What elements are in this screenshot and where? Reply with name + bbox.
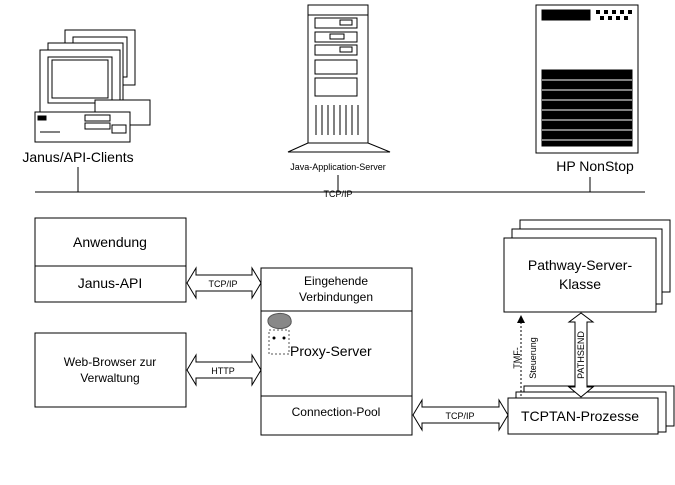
pathway-server-class-stack: Pathway-Server- Klasse (503, 219, 671, 313)
connection-pool-label: Connection-Pool (292, 405, 381, 419)
janus-api-label: Janus-API (78, 275, 143, 291)
backbone-label: TCP/IP (323, 189, 352, 199)
tmf-label-line1: TMF- (512, 347, 522, 369)
browser-label-line2: Verwaltung (80, 371, 139, 385)
clients-label: Janus/API-Clients (22, 149, 133, 165)
app-server-label: Java-Application-Server (290, 162, 386, 172)
client-proxy-connector: TCP/IP (186, 266, 262, 300)
pathway-label-line1: Pathway-Server- (528, 257, 633, 273)
proxy-server-box: Eingehende Verbindungen Proxy-Server Con… (260, 267, 413, 436)
proxy-server-label: Proxy-Server (290, 343, 372, 359)
tcptan-process-stack: TCPTAN-Prozesse (507, 385, 675, 435)
browser-proxy-label: HTTP (211, 366, 235, 376)
web-browser-box: Web-Browser zur Verwaltung (34, 332, 187, 408)
pathsend-label: PATHSEND (576, 331, 586, 379)
incoming-connections-line1: Eingehende (304, 274, 368, 288)
proxy-cloud-icon (267, 313, 292, 355)
pathway-label-line2: Klasse (559, 276, 601, 292)
pool-tcptan-label: TCP/IP (445, 411, 474, 421)
app-server-tower-icon (287, 4, 391, 153)
client-computers-icon (34, 29, 151, 143)
nonstop-label: HP NonStop (556, 158, 634, 174)
client-app-box: Anwendung Janus-API (34, 217, 187, 303)
tmf-label-line2: Steuerung (528, 337, 538, 379)
client-proxy-label: TCP/IP (208, 279, 237, 289)
nonstop-cabinet-icon (535, 4, 639, 154)
tcptan-label: TCPTAN-Prozesse (521, 408, 639, 424)
pool-tcptan-connector: TCP/IP (412, 398, 509, 432)
browser-proxy-connector: HTTP (186, 353, 262, 387)
browser-label-line1: Web-Browser zur (64, 355, 156, 369)
incoming-connections-line2: Verbindungen (299, 290, 373, 304)
application-label: Anwendung (73, 234, 147, 250)
pathsend-connector: PATHSEND (567, 312, 595, 398)
network-backbone: TCP/IP (35, 167, 645, 199)
tmf-control-connector: TMF- Steuerung (512, 315, 538, 397)
